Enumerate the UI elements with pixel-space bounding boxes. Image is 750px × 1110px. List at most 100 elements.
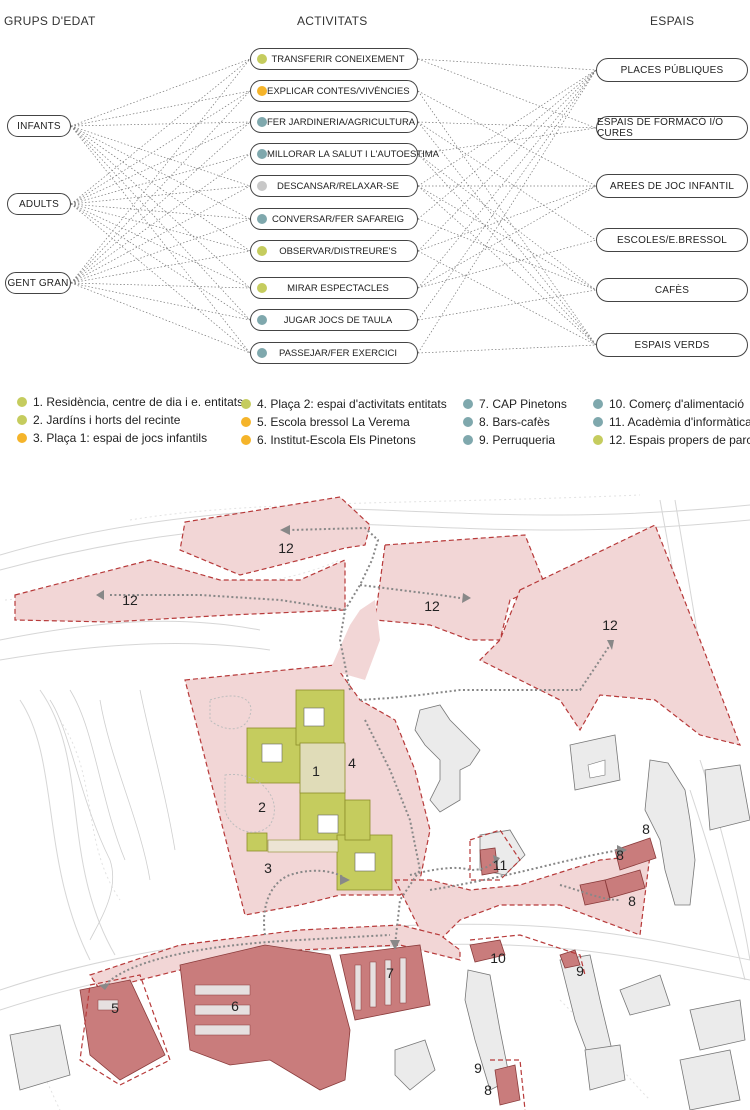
connection-line xyxy=(417,69,597,289)
activity-2: FER JARDINERIA/AGRICULTURA xyxy=(250,111,418,133)
map-label-12d: 12 xyxy=(602,617,618,633)
legend-item-12: 12. Espais propers de parc xyxy=(593,433,750,447)
legend-item-4: 4. Plaça 2: espai d'activitats entitats xyxy=(241,397,447,411)
connection-line xyxy=(70,125,251,289)
map-label-7: 7 xyxy=(386,965,394,981)
legend-item-1: 1. Residència, centre de dia i e. entita… xyxy=(17,395,243,409)
activity-dot xyxy=(257,181,267,191)
connection-line xyxy=(70,203,251,321)
connection-line xyxy=(417,289,597,321)
connection-line xyxy=(417,153,597,346)
activity-1: EXPLICAR CONTES/VIVÈNCIES xyxy=(250,80,418,102)
map-label-8b: 8 xyxy=(616,847,624,863)
group-gent-gran: GENT GRAN xyxy=(5,272,71,294)
connection-line xyxy=(417,69,597,187)
map-label-12c: 12 xyxy=(424,598,440,614)
activity-dot xyxy=(257,214,267,224)
connection-line xyxy=(70,185,251,284)
activity-dot xyxy=(257,149,267,159)
connection-line xyxy=(70,58,251,205)
connection-line xyxy=(417,69,597,321)
connection-line xyxy=(70,121,251,205)
legend-label: 7. CAP Pinetons xyxy=(479,397,567,411)
legend-dot xyxy=(241,435,251,445)
connection-line xyxy=(70,203,251,220)
connection-line xyxy=(417,185,597,291)
activity-label: TRANSFERIR CONEIXEMENT xyxy=(271,53,405,65)
activity-label: PASSEJAR/FER EXERCICI xyxy=(278,347,398,359)
legend-label: 8. Bars-cafès xyxy=(479,415,550,429)
connection-line xyxy=(417,69,597,252)
map-label-8c: 8 xyxy=(628,893,636,909)
map-label-11: 11 xyxy=(493,857,508,873)
legend-item-6: 6. Institut-Escola Els Pinetons xyxy=(241,433,416,447)
map-label-12a: 12 xyxy=(278,540,294,556)
legend-label: 10. Comerç d'alimentació xyxy=(609,397,745,411)
connection-line xyxy=(70,125,251,220)
connection-line xyxy=(70,125,251,354)
space-places-publiques: PLACES PÚBLIQUES xyxy=(596,58,748,82)
activity-dot xyxy=(257,54,267,64)
connection-line xyxy=(417,58,597,129)
activity-0: TRANSFERIR CONEIXEMENT xyxy=(250,48,418,70)
activity-label: FER JARDINERIA/AGRICULTURA xyxy=(267,116,416,128)
legend-dot xyxy=(593,399,603,409)
activity-5: CONVERSAR/FER SAFAREIG xyxy=(250,208,418,230)
connection-line xyxy=(417,121,597,129)
map-label-2: 2 xyxy=(258,799,266,815)
legend-label: 3. Plaça 1: espai de jocs infantils xyxy=(33,431,208,445)
legend-dot xyxy=(241,417,251,427)
connection-line xyxy=(417,69,597,354)
connection-line xyxy=(417,344,597,354)
connection-line xyxy=(70,282,251,321)
legend-label: 11. Acadèmia d'informàtica xyxy=(609,415,750,429)
legend-dot xyxy=(463,417,473,427)
space-arees-joc: AREES DE JOC INFANTIL xyxy=(596,174,748,198)
space-cafes: CAFÈS xyxy=(596,278,748,302)
connection-line xyxy=(70,282,251,354)
legend-label: 4. Plaça 2: espai d'activitats entitats xyxy=(257,397,447,411)
connection-line xyxy=(417,90,597,187)
connection-line xyxy=(70,125,251,321)
group-adults: ADULTS xyxy=(7,193,71,215)
group-infants: INFANTS xyxy=(7,115,71,137)
building-5 xyxy=(79,979,166,1081)
activity-9: PASSEJAR/FER EXERCICI xyxy=(250,342,418,364)
legend-item-7: 7. CAP Pinetons xyxy=(463,397,567,411)
legend-dot xyxy=(241,399,251,409)
legend-dot xyxy=(17,433,27,443)
activity-dot xyxy=(257,86,267,96)
legend-dot xyxy=(17,397,27,407)
connection-line xyxy=(70,90,251,205)
connection-line xyxy=(417,90,597,346)
activity-dot xyxy=(257,348,267,358)
connection-line xyxy=(417,185,597,289)
map-label-1: 1 xyxy=(312,763,320,779)
map-label-12b: 12 xyxy=(122,592,138,608)
connection-line xyxy=(70,121,251,284)
site-map: 1 2 3 4 5 6 7 8 8 8 8 9 9 10 11 12 12 12… xyxy=(0,494,750,1110)
header-spaces: ESPAIS xyxy=(650,14,695,28)
zone-12-northwest xyxy=(179,496,371,576)
map-label-6: 6 xyxy=(231,998,239,1014)
legend-item-8: 8. Bars-cafès xyxy=(463,415,550,429)
activity-label: OBSERVAR/DISTREURE'S xyxy=(279,245,397,257)
map-label-5: 5 xyxy=(111,1000,119,1016)
legend-item-11: 11. Acadèmia d'informàtica xyxy=(593,415,750,429)
connection-line xyxy=(70,203,251,354)
legend-item-5: 5. Escola bressol La Verema xyxy=(241,415,410,429)
space-espais-formacio: ESPAIS DE FORMACÓ I/O CURES xyxy=(596,116,748,140)
legend-label: 6. Institut-Escola Els Pinetons xyxy=(257,433,416,447)
connection-line xyxy=(70,125,251,187)
legend-dot xyxy=(593,417,603,427)
connection-line xyxy=(70,282,251,289)
connection-line xyxy=(417,239,597,289)
legend-item-9: 9. Perruqueria xyxy=(463,433,555,447)
map-label-9b: 9 xyxy=(474,1060,482,1076)
map-label-10: 10 xyxy=(490,950,506,966)
map-label-8d: 8 xyxy=(484,1082,492,1098)
connection-line xyxy=(70,90,251,127)
legend-item-10: 10. Comerç d'alimentació xyxy=(593,397,744,411)
connection-lines xyxy=(70,58,597,354)
activity-dot xyxy=(257,117,267,127)
